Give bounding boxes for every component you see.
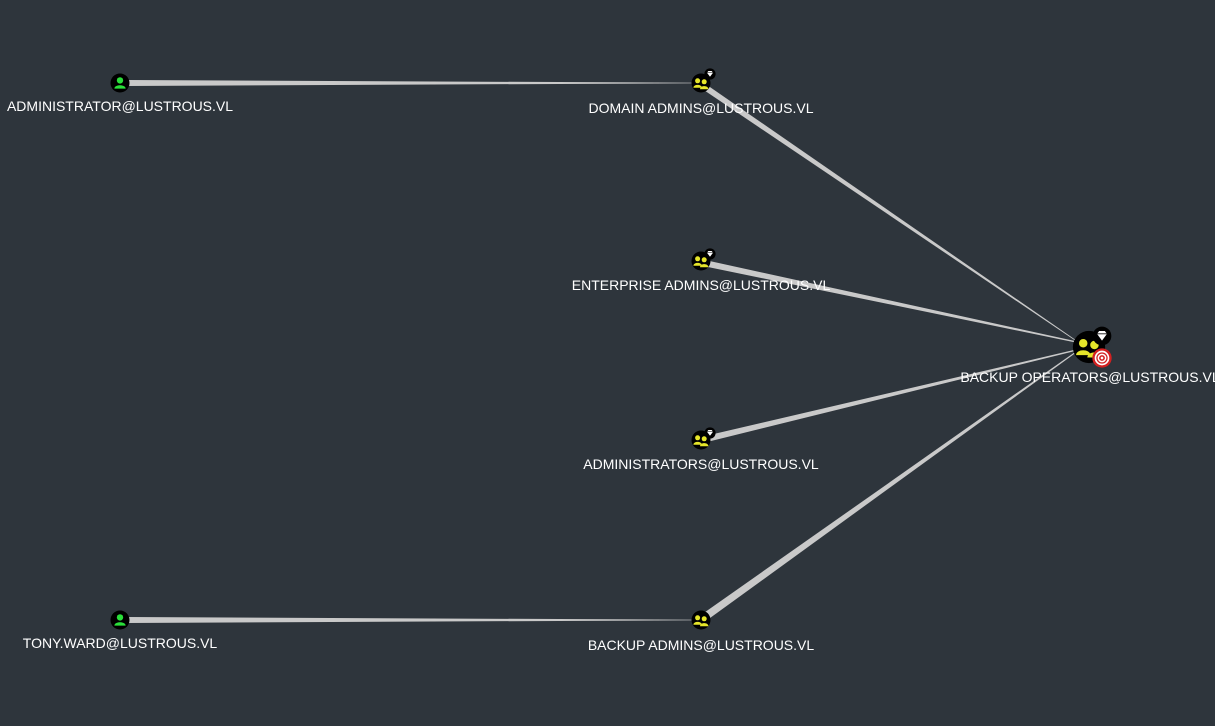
node-administrator[interactable]: ADMINISTRATOR@LUSTROUS.VL (7, 73, 233, 115)
node-label: ENTERPRISE ADMINS@LUSTROUS.VL (572, 277, 831, 293)
edge-domain-admins-to-backup-operators[interactable] (698, 82, 1077, 342)
edge-layer (120, 80, 1077, 623)
user-icon (110, 73, 130, 93)
node-label: BACKUP ADMINS@LUSTROUS.VL (588, 637, 815, 653)
node-label: ADMINISTRATOR@LUSTROUS.VL (7, 98, 233, 114)
node-domain-admins[interactable]: DOMAIN ADMINS@LUSTROUS.VL (588, 68, 814, 116)
node-label: ADMINISTRATORS@LUSTROUS.VL (583, 456, 819, 472)
node-backup-admins[interactable]: BACKUP ADMINS@LUSTROUS.VL (588, 610, 815, 654)
node-layer: ADMINISTRATOR@LUSTROUS.VL DOMAIN ADMINS@… (7, 68, 1215, 653)
diamond-icon (704, 248, 716, 260)
node-label: TONY.WARD@LUSTROUS.VL (23, 635, 218, 651)
node-tony-ward[interactable]: TONY.WARD@LUSTROUS.VL (23, 610, 218, 652)
user-icon (110, 610, 130, 630)
node-label: BACKUP OPERATORS@LUSTROUS.VL (960, 369, 1215, 385)
edge-tony-ward-to-backup-admins[interactable] (120, 617, 698, 623)
edge-administrator-to-domain-admins[interactable] (120, 80, 698, 86)
node-label: DOMAIN ADMINS@LUSTROUS.VL (588, 100, 813, 116)
node-enterprise-admins[interactable]: ENTERPRISE ADMINS@LUSTROUS.VL (572, 248, 831, 293)
target-icon (1092, 348, 1112, 368)
diamond-icon (704, 427, 716, 439)
edge-enterprise-admins-to-backup-operators[interactable] (703, 260, 1077, 343)
node-backup-operators[interactable]: BACKUP OPERATORS@LUSTROUS.VL (960, 326, 1215, 385)
edge-administrators-to-backup-operators[interactable] (703, 349, 1077, 443)
edge-backup-admins-to-backup-operators[interactable] (699, 351, 1077, 622)
group-icon (691, 610, 711, 630)
diamond-icon (1092, 326, 1112, 346)
node-administrators[interactable]: ADMINISTRATORS@LUSTROUS.VL (583, 427, 819, 472)
diamond-icon (704, 68, 716, 80)
